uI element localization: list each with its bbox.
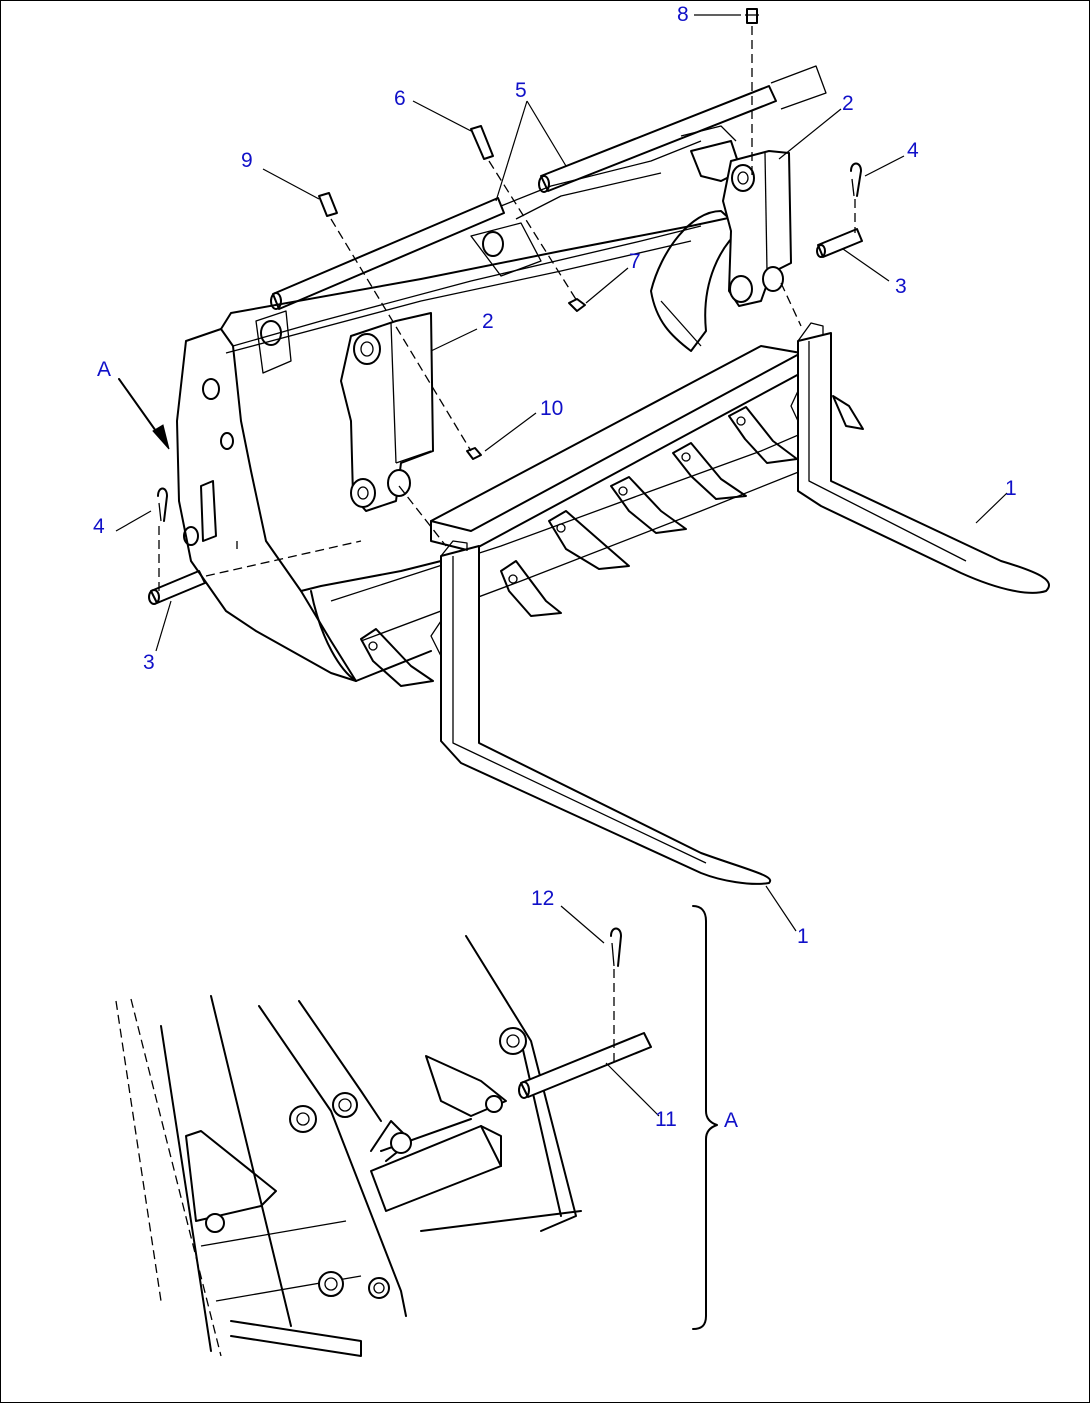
callout-8: 8 [677, 3, 689, 26]
callout-3-right: 3 [895, 275, 907, 298]
callout-1-left: 1 [797, 925, 809, 948]
clip-right [850, 162, 862, 197]
callout-2-left: 2 [482, 310, 494, 333]
nut-7 [568, 298, 586, 312]
assembly-lines [158, 26, 856, 591]
callout-4-left: 4 [93, 515, 105, 538]
callout-2-right: 2 [842, 92, 854, 115]
bolt-6 [470, 125, 494, 160]
callout-3-left: 3 [143, 651, 155, 674]
pin-left [148, 570, 206, 605]
nut-10 [466, 447, 482, 460]
callout-9: 9 [241, 149, 253, 172]
leader-lines [115, 14, 1008, 1117]
callout-a-detail: A [724, 1109, 738, 1132]
bucket-teeth [360, 395, 864, 687]
view-arrow-a [118, 378, 170, 450]
clip-left [157, 487, 168, 522]
callout-10: 10 [540, 397, 563, 420]
grease-fitting-8 [745, 8, 759, 24]
callout-12: 12 [531, 887, 554, 910]
pin-right [816, 228, 863, 258]
callout-11: 11 [655, 1108, 677, 1131]
callout-7: 7 [629, 250, 641, 273]
pin-11 [518, 1032, 652, 1099]
fork-carriage-left [340, 312, 434, 512]
detail-a-brace [692, 905, 718, 1330]
shaft-lower [270, 140, 702, 310]
fork-right [790, 322, 1050, 594]
bolt-9 [318, 192, 338, 217]
callout-4-right: 4 [907, 139, 919, 162]
shaft-upper [538, 65, 827, 193]
callout-1-right: 1 [1005, 477, 1017, 500]
fork-left [430, 540, 772, 885]
detail-a-view [115, 935, 582, 1357]
callout-a-view: A [97, 358, 111, 381]
callout-6: 6 [394, 87, 406, 110]
clip-12 [610, 927, 622, 967]
callout-5: 5 [515, 79, 527, 102]
fork-carriage-right [722, 150, 792, 307]
